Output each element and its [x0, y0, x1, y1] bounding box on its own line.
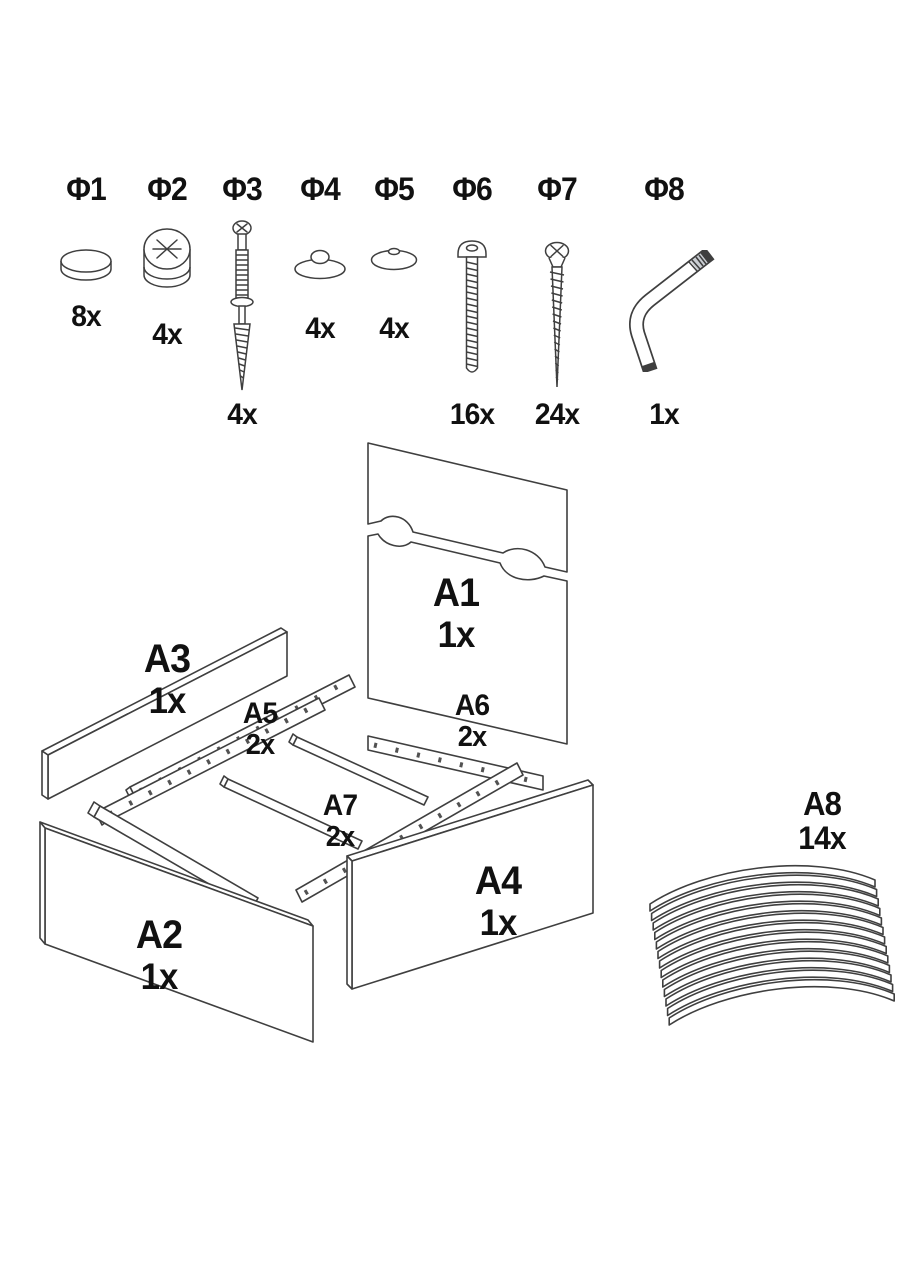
hardware-item-phi2: Φ2 4x: [127, 171, 207, 351]
hardware-id: Φ5: [374, 171, 414, 207]
hardware-item-phi6: Φ6 16x: [432, 171, 512, 431]
part-a2-drawing: [39, 821, 314, 1043]
hardware-qty: 4x: [379, 312, 409, 345]
hardware-id: Φ7: [537, 171, 577, 207]
part-id: A7: [322, 789, 358, 822]
hardware-item-phi7: Φ7 24x: [514, 171, 600, 431]
hardware-qty: 1x: [649, 398, 679, 431]
hardware-id: Φ8: [644, 171, 684, 207]
part-qty: 2x: [245, 729, 275, 762]
part-id: A1: [432, 571, 480, 615]
hardware-id: Φ4: [300, 171, 340, 207]
plastic-cap-icon: [60, 249, 112, 281]
part-qty: 1x: [479, 901, 518, 943]
part-label-a2: A2 1x: [107, 914, 210, 996]
hardware-qty: 16x: [449, 398, 495, 431]
part-id: A5: [242, 697, 278, 730]
hardware-id: Φ2: [147, 171, 187, 207]
cover-cap-icon: [294, 249, 346, 280]
part-qty: 1x: [140, 955, 179, 997]
part-id: A3: [143, 637, 191, 681]
connecting-bolt-icon: [457, 240, 487, 373]
hardware-qty: 8x: [71, 300, 101, 333]
hardware-id: Φ1: [66, 171, 106, 207]
part-a7-drawing: [87, 733, 429, 910]
part-qty: 2x: [457, 721, 487, 754]
part-a4-drawing: [346, 779, 594, 990]
hardware-item-phi5: Φ5 4x: [354, 171, 434, 345]
part-id: A4: [474, 859, 522, 903]
hardware-item-phi4: Φ4 4x: [280, 171, 360, 345]
part-qty: 14x: [798, 820, 846, 857]
part-id: A2: [135, 913, 183, 957]
part-label-a4: A4 1x: [451, 860, 545, 942]
part-label-a7: A7 2x: [295, 789, 385, 854]
part-label-a5: A5 2x: [215, 697, 305, 762]
hardware-qty: 24x: [534, 398, 580, 431]
part-label-a1: A1 1x: [407, 572, 505, 654]
part-a8-drawing: [649, 864, 896, 1026]
hardware-qty: 4x: [305, 312, 335, 345]
part-label-a3: A3 1x: [115, 638, 218, 720]
part-a3-drawing: [41, 627, 288, 800]
hardware-item-phi1: Φ1 8x: [46, 171, 126, 333]
cam-bolt-icon: [230, 220, 254, 391]
wood-screw-icon: [544, 241, 570, 388]
hardware-item-phi3: Φ3 4x: [202, 171, 282, 431]
hardware-id: Φ6: [452, 171, 492, 207]
hardware-qty: 4x: [152, 318, 182, 351]
hardware-id: Φ3: [222, 171, 262, 207]
part-label-a8: A8 14x: [773, 786, 871, 856]
hardware-item-phi8: Φ8 1x: [612, 171, 716, 431]
cam-lock-icon: [143, 228, 191, 288]
part-a1-drawing: [367, 442, 568, 745]
part-id: A8: [803, 785, 842, 822]
part-qty: 1x: [437, 613, 476, 655]
hardware-qty: 4x: [227, 398, 257, 431]
part-id: A6: [454, 689, 490, 722]
part-label-a6: A6 2x: [427, 689, 517, 754]
part-qty: 1x: [148, 679, 187, 721]
part-qty: 2x: [325, 821, 355, 854]
allen-key-icon: [629, 250, 715, 373]
cover-cap-small-icon: [370, 247, 418, 271]
